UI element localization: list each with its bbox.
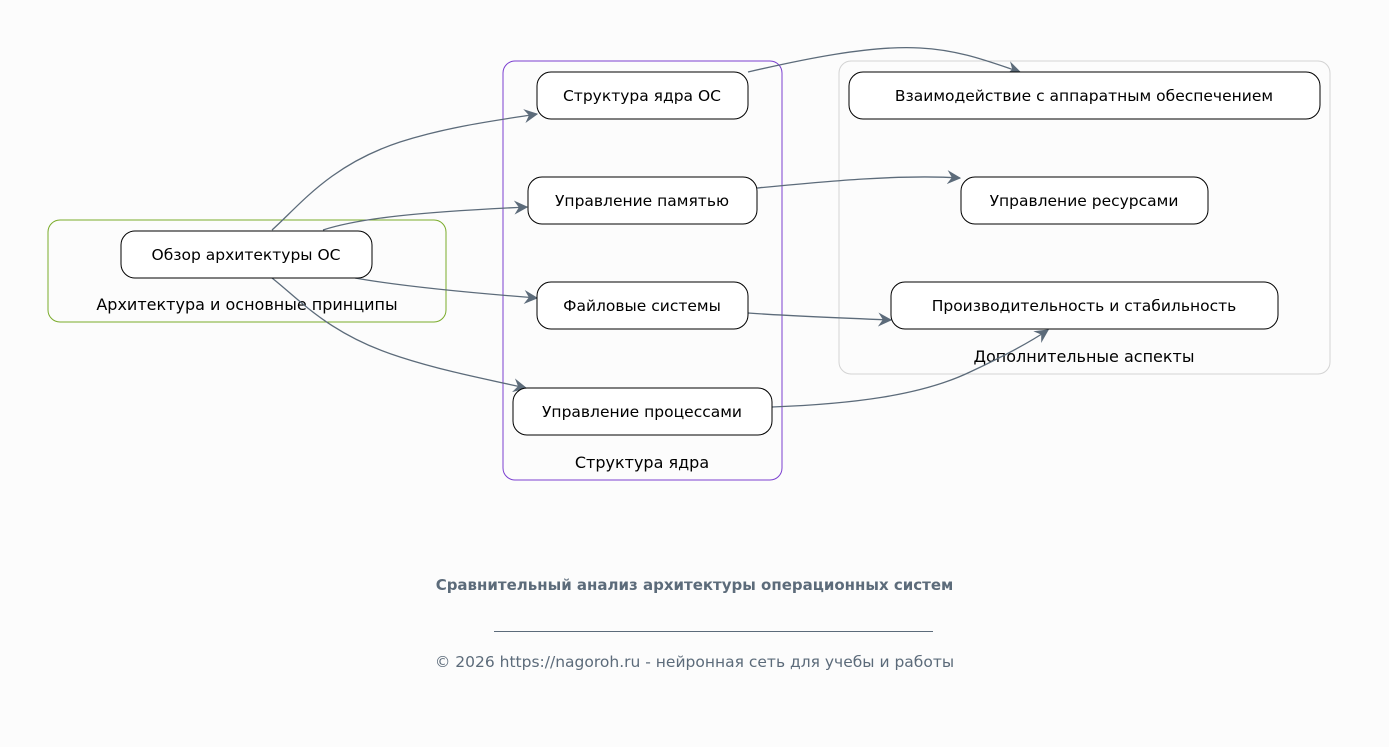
node-label: Обзор архитектуры ОС — [152, 246, 341, 264]
cluster-label: Дополнительные аспекты — [974, 347, 1195, 366]
edge-overview-fs — [354, 277, 539, 304]
divider — [494, 631, 933, 632]
edge-fs-performance — [747, 312, 893, 327]
node-label: Управление ресурсами — [990, 192, 1179, 210]
node-label: Структура ядра ОС — [563, 87, 721, 105]
edge-kernel-hardware — [747, 46, 1022, 75]
node-processes[interactable]: Управление процессами — [512, 387, 773, 436]
node-label: Управление памятью — [555, 192, 729, 210]
copyright: © 2026 https://nagoroh.ru - нейронная се… — [434, 653, 955, 671]
node-label: Управление процессами — [542, 403, 742, 421]
cluster-architecture: Архитектура и основные принципы — [47, 219, 447, 323]
diagram-title-text: Сравнительный анализ архитектуры операци… — [435, 576, 954, 594]
node-performance[interactable]: Производительность и стабильность — [890, 281, 1279, 330]
node-fs[interactable]: Файловые системы — [536, 281, 749, 330]
cluster-label: Архитектура и основные принципы — [96, 295, 397, 314]
node-kernel-structure[interactable]: Структура ядра ОС — [536, 71, 749, 120]
diagram-title: Сравнительный анализ архитектуры операци… — [0, 577, 1389, 594]
edges — [271, 46, 1049, 408]
node-memory[interactable]: Управление памятью — [527, 176, 758, 225]
node-label: Взаимодействие с аппаратным обеспечением — [895, 87, 1273, 105]
cluster-label: Структура ядра — [575, 453, 709, 472]
node-resources[interactable]: Управление ресурсами — [960, 176, 1209, 225]
node-hardware[interactable]: Взаимодействие с аппаратным обеспечением — [848, 71, 1321, 120]
node-label: Файловые системы — [563, 297, 721, 315]
edge-memory-resources — [756, 170, 962, 189]
edge-overview-memory — [322, 200, 529, 231]
node-label: Производительность и стабильность — [932, 297, 1237, 315]
edge-overview-kernel-structure — [271, 109, 539, 231]
cluster-extra: Дополнительные аспекты — [838, 60, 1331, 375]
cluster-kernel: Структура ядра — [502, 60, 783, 481]
node-overview[interactable]: Обзор архитектуры ОС — [120, 230, 373, 279]
edge-processes-performance — [771, 329, 1049, 408]
edge-overview-processes — [271, 277, 528, 393]
